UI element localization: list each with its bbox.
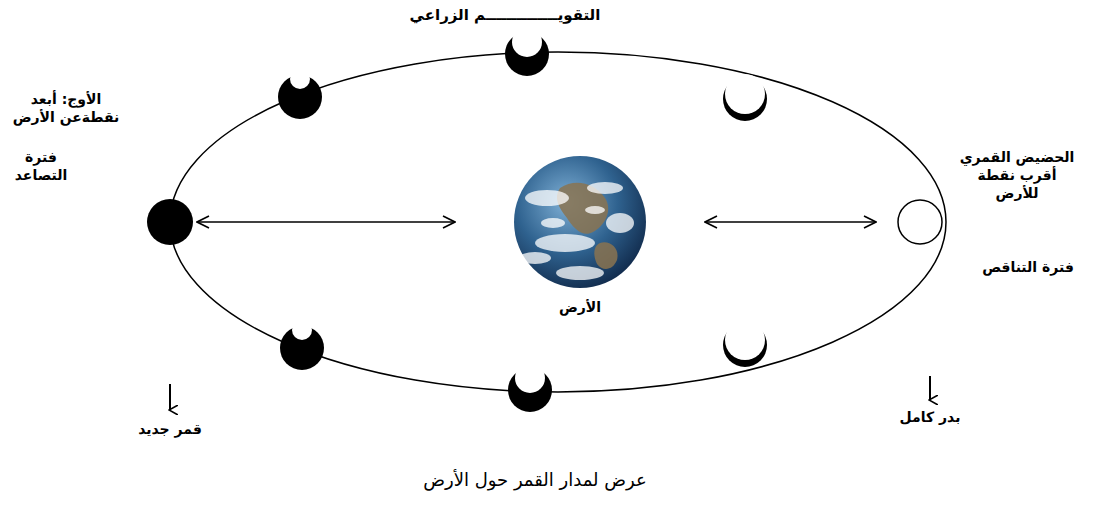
earth-cloud bbox=[585, 206, 605, 214]
node-label: الأرض bbox=[455, 298, 705, 316]
diagram-caption-slot: عرض لمدار القمر حول الأرض bbox=[320, 468, 750, 491]
phase-label-slot: قمر جديد bbox=[105, 420, 235, 438]
orbit-ellipse bbox=[170, 52, 946, 392]
moon-phase bbox=[505, 27, 549, 76]
perigee-node: الحضيض القمري أقرب نقطة للأرض فترة التناق… bbox=[876, 148, 1090, 288]
new-moon-circle bbox=[147, 199, 193, 245]
earth-cloud bbox=[556, 266, 604, 280]
down-arrow bbox=[169, 384, 171, 410]
moon-phase bbox=[278, 69, 322, 119]
node-label: فترة التناقص bbox=[972, 258, 1084, 276]
down-arrow bbox=[929, 376, 931, 400]
earth-cloud bbox=[519, 252, 551, 264]
apogee-node: الأوج: أبعد نقطةعن الأرض فترة التصاعد bbox=[5, 88, 197, 248]
earth-cloud bbox=[606, 213, 634, 233]
node-label-slot: الأرض bbox=[455, 298, 705, 316]
earth-cloud bbox=[525, 190, 569, 206]
full-moon-circle bbox=[898, 200, 942, 244]
phase-label-slot: بدر كامل bbox=[865, 408, 995, 426]
node-label-slot: الأوج: أبعد نقطةعن الأرض bbox=[5, 90, 127, 126]
earth-cloud bbox=[535, 234, 595, 252]
node-label-slot: الحضيض القمري أقرب نقطة للأرض bbox=[956, 148, 1078, 203]
diagram-caption: عرض لمدار القمر حول الأرض bbox=[320, 468, 750, 491]
node-label: الحضيض القمري أقرب نقطة للأرض bbox=[956, 148, 1078, 203]
node-label-slot: فترة التصاعد bbox=[5, 148, 77, 184]
earth-land bbox=[594, 242, 617, 269]
earth-node: الأرض bbox=[455, 148, 705, 328]
moon-phase bbox=[723, 320, 767, 367]
double-arrow bbox=[197, 221, 455, 223]
earth-cloud bbox=[587, 182, 623, 194]
node-label: الأوج: أبعد نقطةعن الأرض bbox=[5, 90, 127, 126]
phase-label: قمر جديد bbox=[105, 420, 235, 438]
node-label-slot: فترة التناقص bbox=[972, 258, 1084, 276]
phase-label: بدر كامل bbox=[865, 408, 995, 426]
double-arrow bbox=[705, 221, 876, 223]
node-label: فترة التصاعد bbox=[5, 148, 77, 184]
moon-phase bbox=[508, 363, 552, 412]
earth-cloud bbox=[541, 218, 565, 228]
diagram-title: التقويــــــــــــــم الزراعي bbox=[320, 6, 690, 26]
earth-globe bbox=[514, 156, 646, 288]
moon-phase bbox=[723, 74, 767, 121]
moon-phase bbox=[280, 320, 324, 370]
diagram-title-slot: التقويــــــــــــــم الزراعي bbox=[320, 6, 690, 26]
